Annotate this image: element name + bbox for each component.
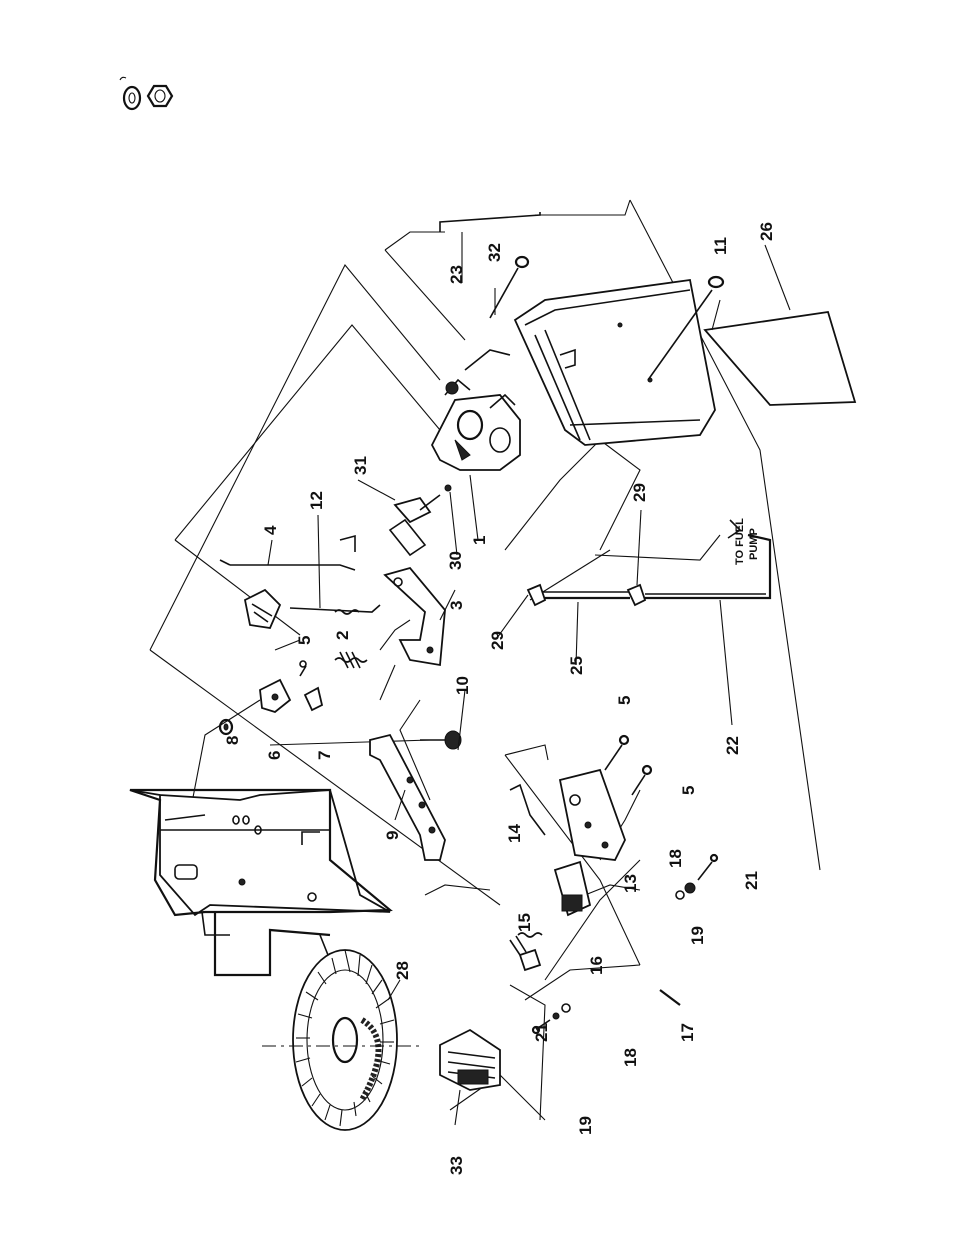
callout-19-right: 19 bbox=[688, 926, 707, 945]
control-bracket bbox=[385, 520, 445, 665]
callout-8: 8 bbox=[223, 736, 242, 745]
callout-18-left: 18 bbox=[621, 1048, 640, 1067]
callout-12: 12 bbox=[307, 491, 326, 510]
callout-19-left: 19 bbox=[576, 1116, 595, 1135]
callout-1: 1 bbox=[470, 536, 489, 545]
callout-16: 16 bbox=[587, 956, 606, 975]
callout-33: 33 bbox=[447, 1156, 466, 1175]
fuel-pump-note-line2: PUMP bbox=[748, 528, 760, 560]
callout-4: 4 bbox=[261, 525, 280, 535]
fuel-pump-note-line1: TO FUEL bbox=[734, 518, 746, 565]
air-cleaner bbox=[515, 280, 715, 445]
callout-13: 13 bbox=[621, 874, 640, 893]
callout-30: 30 bbox=[446, 551, 465, 570]
callout-11: 11 bbox=[711, 237, 730, 255]
callout-21-left: 21 bbox=[532, 1023, 551, 1042]
callout-29-left: 29 bbox=[488, 631, 507, 650]
callout-23: 23 bbox=[447, 265, 466, 284]
callout-6: 6 bbox=[265, 751, 284, 760]
callout-21-right: 21 bbox=[742, 871, 761, 890]
callout-5-lower: 5 bbox=[679, 786, 698, 795]
callout-18-right: 18 bbox=[666, 849, 685, 868]
control-plate-assembly bbox=[510, 736, 717, 1033]
callout-5-upper: 5 bbox=[295, 636, 314, 645]
throttle-bracket bbox=[395, 485, 451, 522]
callout-2: 2 bbox=[333, 631, 352, 640]
carburetor bbox=[432, 350, 520, 470]
callout-10: 10 bbox=[453, 676, 472, 695]
ignition-module bbox=[440, 1030, 500, 1090]
callout-5-mid: 5 bbox=[615, 696, 634, 705]
governor-lever-set bbox=[220, 661, 322, 734]
callout-3: 3 bbox=[447, 601, 466, 610]
callout-26: 26 bbox=[757, 222, 776, 241]
callout-29-right: 29 bbox=[630, 483, 649, 502]
callout-22: 22 bbox=[723, 736, 742, 755]
air-filter-element bbox=[705, 312, 855, 405]
callout-32: 32 bbox=[485, 243, 504, 262]
callout-28: 28 bbox=[393, 961, 412, 980]
blower-housing-panel bbox=[130, 790, 390, 975]
governor-springs-and-rod bbox=[220, 536, 380, 668]
callout-9: 9 bbox=[383, 831, 402, 840]
callout-14: 14 bbox=[505, 824, 524, 843]
nut-washer-symbol bbox=[120, 77, 172, 109]
callout-7: 7 bbox=[315, 751, 334, 760]
callout-31: 31 bbox=[351, 456, 370, 475]
callout-15: 15 bbox=[515, 913, 534, 932]
callout-17: 17 bbox=[678, 1023, 697, 1042]
